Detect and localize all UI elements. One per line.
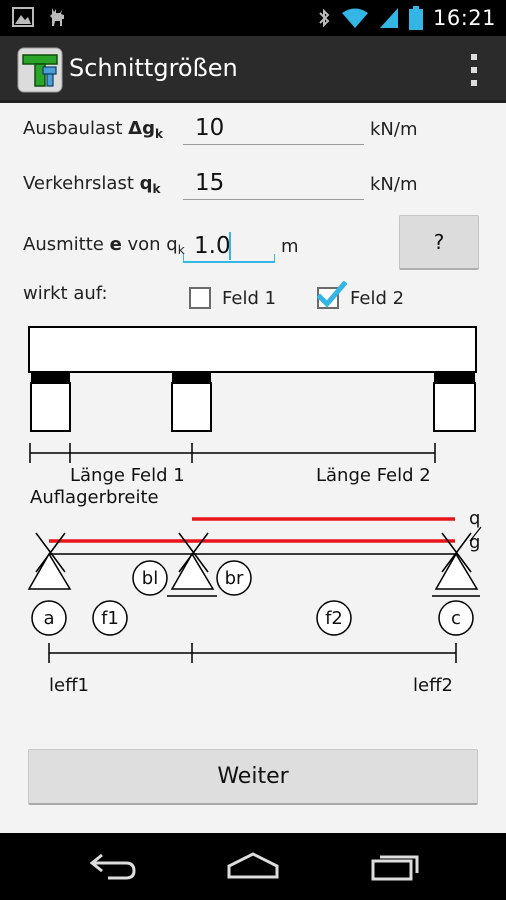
wifi-icon xyxy=(341,8,368,28)
load-g-label: g xyxy=(469,532,480,553)
support-b xyxy=(167,532,217,597)
back-icon[interactable] xyxy=(88,851,138,881)
node-c-label: c xyxy=(451,608,461,629)
feld2-checkbox[interactable]: Feld 2 xyxy=(317,281,405,309)
support-a xyxy=(27,532,72,590)
feld1-label: Feld 1 xyxy=(222,287,277,309)
support-c xyxy=(432,532,480,597)
dimension-line-leff xyxy=(48,643,457,663)
beam-diagram: Länge Feld 1 Länge Feld 2 Auflagerbreite… xyxy=(27,326,482,696)
node-bl-circle xyxy=(132,560,168,596)
bearing-right xyxy=(433,373,476,432)
app-logo-icon[interactable] xyxy=(17,47,63,93)
verkehrslast-label: Verkehrslast qk xyxy=(23,173,161,196)
checkmark-icon xyxy=(317,281,347,308)
bearing-left xyxy=(30,373,71,432)
laenge-feld1-label: Länge Feld 1 xyxy=(70,465,185,486)
gallery-notification-icon xyxy=(12,7,34,27)
load-q-label: q xyxy=(469,508,480,529)
bearing-middle xyxy=(171,373,212,432)
ausmitte-unit: m xyxy=(281,236,299,257)
node-f2-circle xyxy=(316,600,352,636)
ausmitte-input[interactable]: 1.0 xyxy=(183,227,275,263)
recent-apps-icon[interactable] xyxy=(370,851,420,881)
node-f1-label: f1 xyxy=(101,608,119,629)
feld1-checkbox-box[interactable] xyxy=(189,287,211,309)
ausmitte-label: Ausmitte e von qk xyxy=(23,234,185,257)
status-bar: 16:21 xyxy=(0,0,506,36)
verkehrslast-unit: kN/m xyxy=(370,174,418,195)
wirkt-auf-label: wirkt auf: xyxy=(23,283,108,304)
node-bl-label: bl xyxy=(142,568,158,589)
overflow-menu-icon[interactable] xyxy=(470,54,478,86)
battery-icon xyxy=(408,6,423,30)
dimension-line-lengths xyxy=(29,443,436,463)
verkehrslast-value: 15 xyxy=(195,170,225,196)
page-title: Schnittgrößen xyxy=(69,54,238,82)
node-c-circle xyxy=(438,600,474,636)
ausbaulast-unit: kN/m xyxy=(370,119,418,140)
node-f1-circle xyxy=(92,600,128,636)
beam xyxy=(28,326,477,373)
auflagerbreite-label: Auflagerbreite xyxy=(30,487,159,508)
feld2-checkbox-box[interactable] xyxy=(317,281,347,309)
ausbaulast-input[interactable]: 10 xyxy=(183,109,364,145)
action-bar: Schnittgrößen xyxy=(0,36,506,103)
text-cursor xyxy=(229,232,231,260)
node-a-label: a xyxy=(43,608,54,629)
leff2-label: leff2 xyxy=(413,675,453,696)
content-area: Ausbaulast Δgk 10 kN/m Verkehrslast qk 1… xyxy=(0,103,506,833)
weiter-button[interactable]: Weiter xyxy=(28,749,478,805)
signal-icon xyxy=(379,8,398,28)
deer-notification-icon xyxy=(50,8,64,26)
bluetooth-icon xyxy=(319,8,330,28)
node-f2-label: f2 xyxy=(325,608,343,629)
ausmitte-value: 1.0 xyxy=(194,233,231,259)
node-br-circle xyxy=(216,560,252,596)
home-icon[interactable] xyxy=(226,851,280,881)
verkehrslast-input[interactable]: 15 xyxy=(183,164,364,200)
help-button[interactable]: ? xyxy=(399,215,479,270)
navigation-bar xyxy=(0,833,506,900)
ausbaulast-label: Ausbaulast Δgk xyxy=(23,118,163,141)
feld1-checkbox[interactable]: Feld 1 xyxy=(189,287,276,309)
load-separator xyxy=(469,526,482,542)
clock: 16:21 xyxy=(432,6,496,30)
leff1-label: leff1 xyxy=(49,675,89,696)
ausbaulast-value: 10 xyxy=(195,115,225,141)
laenge-feld2-label: Länge Feld 2 xyxy=(316,465,431,486)
node-a-circle xyxy=(31,600,67,636)
node-br-label: br xyxy=(225,568,244,589)
feld2-label: Feld 2 xyxy=(350,287,405,309)
